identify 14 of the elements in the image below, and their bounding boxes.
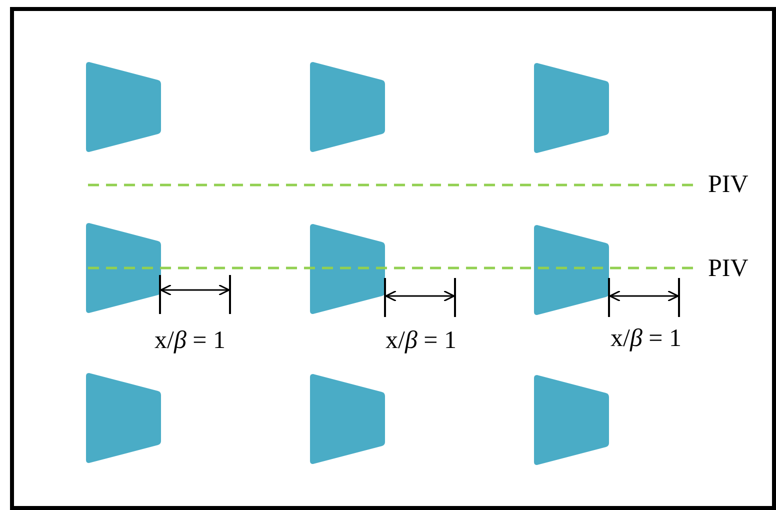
trapezoid-shape [534, 63, 609, 153]
plane-label: PIV [708, 172, 748, 197]
trapezoid-shape [534, 225, 609, 315]
plane-label: PIV [708, 256, 748, 281]
dimension-label: x/β = 1 [610, 326, 682, 351]
trapezoid-shape [86, 373, 161, 463]
trapezoid-shape [86, 223, 161, 313]
trapezoid-shape [86, 62, 161, 152]
dimension-label: x/β = 1 [386, 328, 457, 353]
trapezoid-shape [310, 224, 385, 314]
dimension-label: x/β = 1 [154, 328, 226, 353]
trapezoid-shape [310, 62, 385, 152]
trapezoid-shape [310, 374, 385, 464]
trapezoid-shape [534, 375, 609, 465]
